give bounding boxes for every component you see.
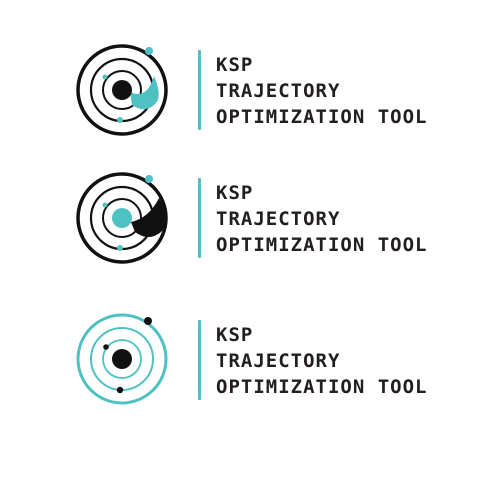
wordmark-line-optimization-tool: OPTIMIZATION TOOL [216, 234, 428, 256]
wordmark-line-trajectory: TRAJECTORY [216, 208, 341, 230]
wordmark: KSP TRAJECTORY OPTIMIZATION TOOL [216, 322, 427, 400]
logo-variant-1: KSP TRAJECTORY OPTIMIZATION TOOL [75, 42, 455, 142]
wordmark-line-optimization-tool: OPTIMIZATION TOOL [216, 106, 428, 128]
divider-line [198, 50, 201, 130]
orbit-emblem-icon [76, 44, 168, 136]
divider-line [198, 320, 201, 400]
orbit-emblem-icon [76, 313, 168, 405]
wordmark-line-optimization-tool: OPTIMIZATION TOOL [216, 376, 428, 398]
wordmark-line-ksp: KSP [216, 54, 254, 76]
wordmark-line-trajectory: TRAJECTORY [216, 80, 341, 102]
wordmark-line-ksp: KSP [216, 324, 254, 346]
logo-variant-3: KSP TRAJECTORY OPTIMIZATION TOOL [75, 312, 455, 412]
logo-variant-2: KSP TRAJECTORY OPTIMIZATION TOOL [75, 170, 455, 270]
wordmark: KSP TRAJECTORY OPTIMIZATION TOOL [216, 180, 427, 258]
wordmark-line-ksp: KSP [216, 182, 254, 204]
orbit-emblem-icon [76, 172, 168, 264]
wordmark-line-trajectory: TRAJECTORY [216, 350, 341, 372]
wordmark: KSP TRAJECTORY OPTIMIZATION TOOL [216, 52, 427, 130]
divider-line [198, 178, 201, 258]
